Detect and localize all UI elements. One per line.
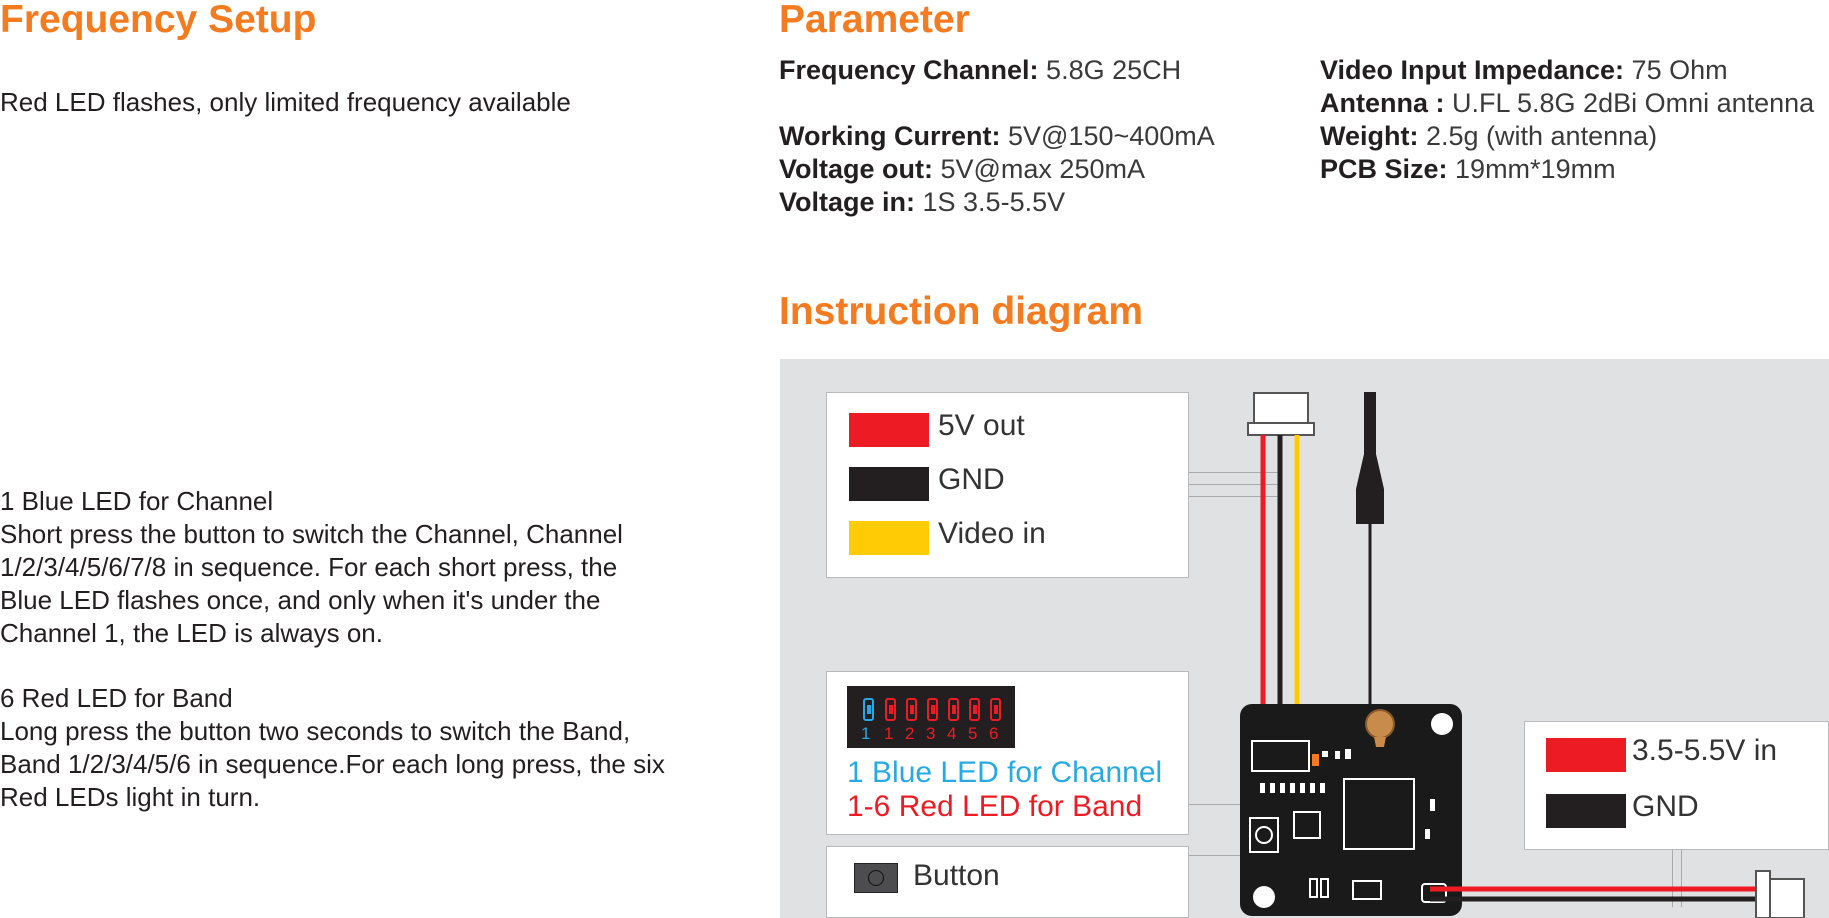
led-red-1 xyxy=(885,698,896,721)
swatch-power-in xyxy=(1546,738,1626,772)
red-led-caption: 1-6 Red LED for Band xyxy=(847,790,1143,823)
led-red-5 xyxy=(969,698,980,721)
swatch-gnd xyxy=(849,467,929,501)
blue-led-line: Blue LED flashes once, and only when it'… xyxy=(0,585,601,615)
power-legend-box: 3.5-5.5V in GND xyxy=(1524,721,1829,850)
smd-part xyxy=(1425,829,1430,839)
button-label: Button xyxy=(913,859,1000,892)
power-pad-outline xyxy=(1421,883,1447,903)
pcb-led xyxy=(1310,783,1315,793)
param-working-current: Working Current: 5V@150~400mA xyxy=(779,121,1215,151)
pcb-led xyxy=(1260,783,1265,793)
pcb-led xyxy=(1300,783,1305,793)
button-icon xyxy=(854,863,898,893)
pcb-led xyxy=(1290,783,1295,793)
swatch-video-in xyxy=(849,521,929,555)
leader-line xyxy=(1188,472,1281,473)
swatch-power-gnd xyxy=(1546,794,1626,828)
smd-part xyxy=(1335,751,1340,759)
label-power-in: 3.5-5.5V in xyxy=(1632,734,1778,767)
red-led-line: Long press the button two seconds to swi… xyxy=(0,716,631,746)
smd-part xyxy=(1345,749,1351,759)
swatch-5v-out xyxy=(849,413,929,447)
wire-legend-box: 5V out GND Video in xyxy=(826,392,1189,578)
parameter-title: Parameter xyxy=(779,0,970,41)
antenna-tip xyxy=(1364,392,1376,454)
leader-line xyxy=(1672,847,1673,907)
led-number: 3 xyxy=(926,724,936,743)
param-pcb-size: PCB Size: 19mm*19mm xyxy=(1320,154,1616,184)
frequency-note: Red LED flashes, only limited frequency … xyxy=(0,87,571,117)
smd-part xyxy=(1430,799,1435,811)
red-led-line: Band 1/2/3/4/5/6 in sequence.For each lo… xyxy=(0,749,665,779)
parameter-left: Frequency Channel: 5.8G 25CH Working Cur… xyxy=(779,54,1215,219)
blue-led-section: 1 Blue LED for Channel Short press the b… xyxy=(0,485,623,650)
blue-led-line: Short press the button to switch the Cha… xyxy=(0,519,623,549)
led-number: 6 xyxy=(989,724,999,743)
led-legend-box: 1 1 2 3 4 5 6 1 Blue LED for Channel 1-6… xyxy=(826,671,1189,835)
led-number: 5 xyxy=(968,724,978,743)
antenna-sleeve xyxy=(1356,454,1384,524)
leader-line xyxy=(1188,496,1281,497)
param-voltage-in: Voltage in: 1S 3.5-5.5V xyxy=(779,187,1066,217)
pcb-led xyxy=(1320,783,1325,793)
chip-main xyxy=(1343,778,1415,850)
power-plug-body xyxy=(1769,878,1805,918)
smd-part xyxy=(1309,878,1318,898)
blue-led-title: 1 Blue LED for Channel xyxy=(0,486,274,516)
param-voltage-out: Voltage out: 5V@max 250mA xyxy=(779,154,1145,184)
leader-line xyxy=(1188,484,1281,485)
param-antenna: Antenna : U.FL 5.8G 2dBi Omni antenna xyxy=(1320,88,1815,118)
red-led-section: 6 Red LED for Band Long press the button… xyxy=(0,682,665,814)
label-video-in: Video in xyxy=(938,517,1046,550)
mount-hole xyxy=(1253,886,1275,908)
ufl-base xyxy=(1374,737,1386,747)
leader-line xyxy=(1681,847,1682,907)
mount-hole xyxy=(1431,713,1453,735)
red-led-line: Red LEDs light in turn. xyxy=(0,782,261,812)
led-strip: 1 1 2 3 4 5 6 xyxy=(847,686,1015,748)
chip-small xyxy=(1293,811,1321,839)
instruction-diagram: 5V out GND Video in 1 1 2 3 4 5 6 1 Blue… xyxy=(780,359,1829,918)
instruction-diagram-title: Instruction diagram xyxy=(779,290,1144,333)
label-5v-out: 5V out xyxy=(938,409,1025,442)
led-number-blue: 1 xyxy=(861,724,871,743)
pcb-button-dome xyxy=(1255,826,1273,844)
connector-housing xyxy=(1253,392,1309,424)
smd-part xyxy=(1312,754,1319,766)
wire-pad-outline xyxy=(1251,740,1310,772)
led-red-2 xyxy=(906,698,917,721)
parameter-right: Video Input Impedance: 75 Ohm Antenna : … xyxy=(1320,54,1814,186)
pcb-led xyxy=(1270,783,1275,793)
ufl-connector xyxy=(1365,709,1395,739)
label-gnd: GND xyxy=(938,463,1005,496)
pcb-board xyxy=(1240,704,1462,916)
power-plug xyxy=(1755,870,1771,918)
led-red-3 xyxy=(927,698,938,721)
led-number: 4 xyxy=(947,724,957,743)
led-red-6 xyxy=(990,698,1001,721)
led-number: 1 xyxy=(884,724,894,743)
red-led-title: 6 Red LED for Band xyxy=(0,683,233,713)
smd-part xyxy=(1352,880,1382,900)
pcb-button xyxy=(1249,817,1279,853)
led-red-4 xyxy=(948,698,959,721)
frequency-setup-title: Frequency Setup xyxy=(0,0,317,41)
label-power-gnd: GND xyxy=(1632,790,1699,823)
smd-part xyxy=(1322,751,1328,757)
blue-led-caption: 1 Blue LED for Channel xyxy=(847,756,1163,789)
connector-plug xyxy=(1247,422,1315,436)
blue-led-line: 1/2/3/4/5/6/7/8 in sequence. For each sh… xyxy=(0,552,618,582)
param-weight: Weight: 2.5g (with antenna) xyxy=(1320,121,1658,151)
led-blue xyxy=(863,698,874,721)
vtx-illustration xyxy=(1240,392,1805,918)
param-frequency-channel: Frequency Channel: 5.8G 25CH xyxy=(779,55,1182,85)
smd-part xyxy=(1320,878,1329,898)
led-number: 2 xyxy=(905,724,915,743)
button-legend-box: Button xyxy=(826,846,1189,918)
blue-led-line: Channel 1, the LED is always on. xyxy=(0,618,383,648)
pcb-led xyxy=(1280,783,1285,793)
param-video-impedance: Video Input Impedance: 75 Ohm xyxy=(1320,55,1728,85)
